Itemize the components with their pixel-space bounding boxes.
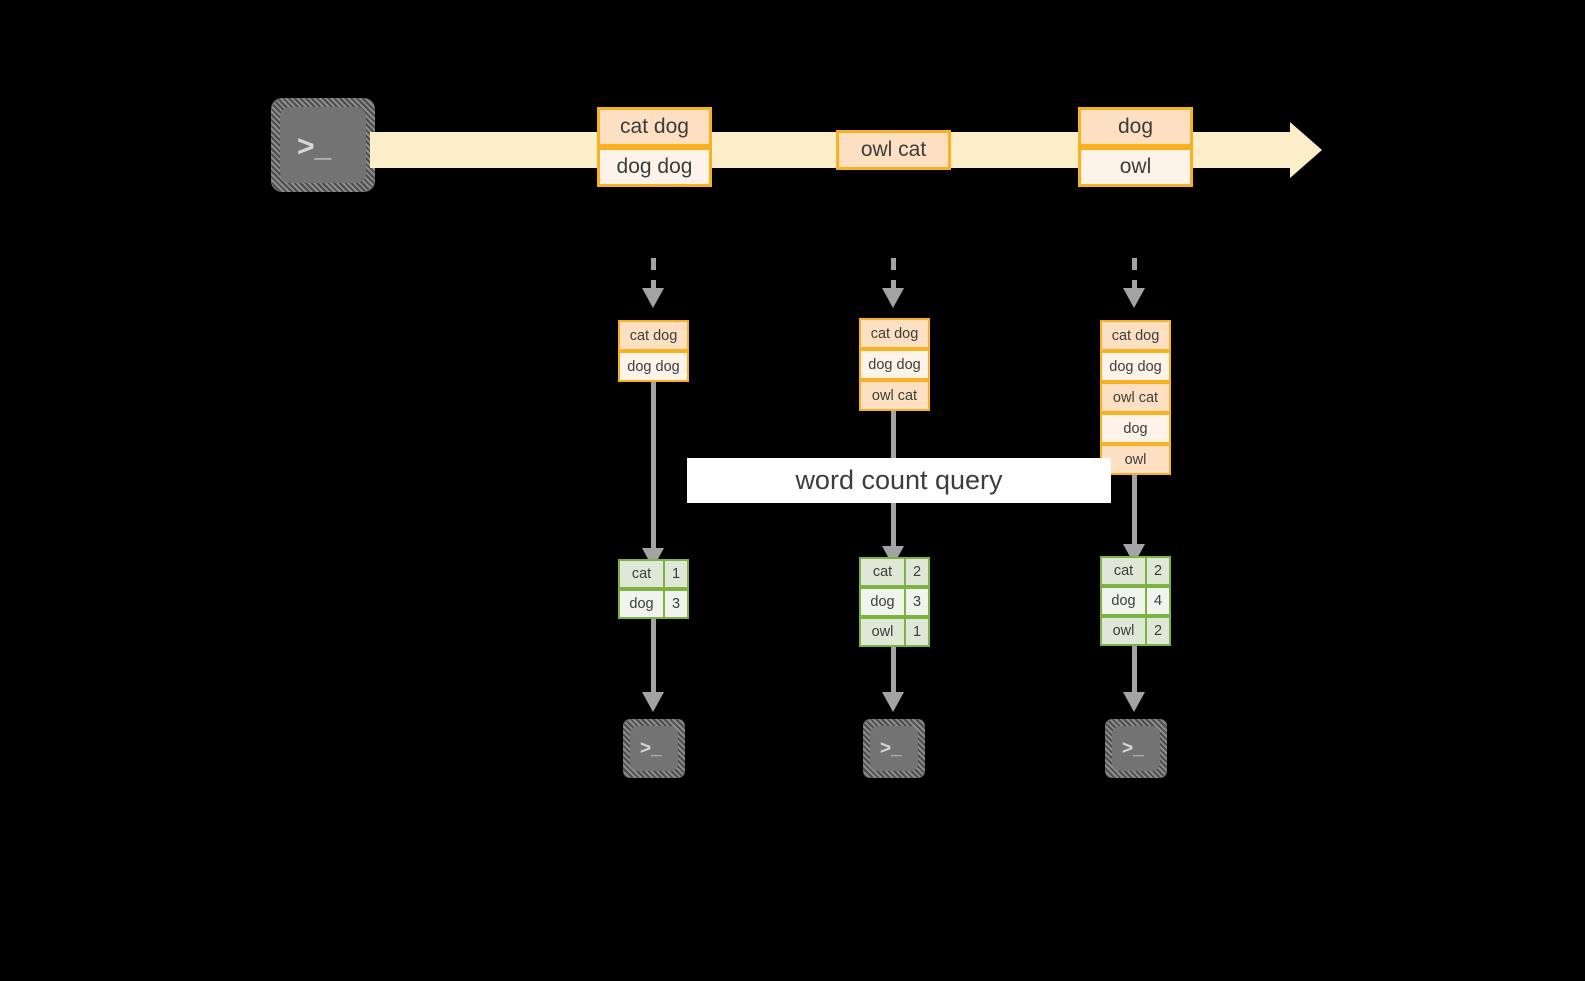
- snapshot-tap-arrow-head: [882, 288, 904, 308]
- count-cell: 1: [671, 566, 681, 582]
- word-cell: dog: [1102, 588, 1147, 614]
- source-terminal-icon: >_: [268, 95, 378, 195]
- terminal-body: [280, 107, 366, 183]
- snapshot-input-line: cat dog: [618, 320, 689, 351]
- stream-event: cat dog: [597, 107, 712, 147]
- snapshot-input-line: cat dog: [859, 318, 930, 349]
- snapshot-input-line: owl cat: [1100, 382, 1171, 413]
- snapshot-input-line: dog dog: [859, 349, 930, 380]
- word-count-row: cat 2: [859, 557, 930, 587]
- word-count-row: dog 3: [618, 589, 689, 619]
- word-count-row: owl 1: [859, 617, 930, 647]
- snapshot-tap-arrow-head: [642, 288, 664, 308]
- snapshot-tap-arrow-line: [651, 258, 656, 290]
- terminal-body: [630, 726, 678, 771]
- sink-arrow-line: [1132, 646, 1137, 694]
- word-cell: dog: [620, 591, 665, 617]
- sink-terminal-icon: >_: [860, 716, 928, 781]
- stream-event: dog: [1078, 107, 1193, 147]
- word-cell: dog: [861, 589, 906, 615]
- count-cell: 2: [1153, 623, 1163, 639]
- snapshot-input-line: dog: [1100, 413, 1171, 444]
- query-arrow-line: [651, 382, 656, 550]
- word-count-row: cat 2: [1100, 556, 1171, 586]
- snapshot-tap-arrow-line: [1132, 258, 1137, 290]
- stream-event: owl: [1078, 147, 1193, 187]
- query-label: word count query: [687, 458, 1111, 503]
- snapshot-input-line: dog dog: [618, 351, 689, 382]
- terminal-prompt-glyph: >_: [640, 738, 662, 759]
- sink-terminal-icon: >_: [1102, 716, 1170, 781]
- terminal-body: [870, 726, 918, 771]
- terminal-body: [1112, 726, 1160, 771]
- query-arrow-line: [1132, 475, 1137, 546]
- word-count-row: cat 1: [618, 559, 689, 589]
- word-cell: cat: [861, 559, 906, 585]
- word-cell: cat: [1102, 558, 1147, 584]
- count-cell: 4: [1153, 593, 1163, 609]
- sink-arrow-head: [642, 692, 664, 712]
- sink-arrow-head: [1123, 692, 1145, 712]
- snapshot-input-line: owl cat: [859, 380, 930, 411]
- word-count-row: dog 3: [859, 587, 930, 617]
- event-stream-arrowhead: [1290, 122, 1322, 178]
- word-count-row: dog 4: [1100, 586, 1171, 616]
- stream-event: owl cat: [836, 130, 951, 170]
- snapshot-tap-arrow-head: [1123, 288, 1145, 308]
- snapshot-input-line: cat dog: [1100, 320, 1171, 351]
- count-cell: 2: [1153, 563, 1163, 579]
- sink-arrow-head: [882, 692, 904, 712]
- count-cell: 3: [671, 596, 681, 612]
- count-cell: 3: [912, 594, 922, 610]
- word-cell: owl: [1102, 618, 1147, 644]
- snapshot-input-line: dog dog: [1100, 351, 1171, 382]
- word-cell: owl: [861, 619, 906, 645]
- word-count-row: owl 2: [1100, 616, 1171, 646]
- terminal-prompt-glyph: >_: [880, 738, 902, 759]
- snapshot-tap-arrow-line: [891, 258, 896, 290]
- sink-arrow-line: [891, 647, 896, 694]
- count-cell: 2: [912, 564, 922, 580]
- terminal-prompt-glyph: >_: [1122, 738, 1144, 759]
- word-cell: cat: [620, 561, 665, 587]
- count-cell: 1: [912, 624, 922, 640]
- terminal-prompt-glyph: >_: [297, 130, 332, 163]
- sink-terminal-icon: >_: [620, 716, 688, 781]
- stream-event: dog dog: [597, 147, 712, 187]
- sink-arrow-line: [651, 619, 656, 694]
